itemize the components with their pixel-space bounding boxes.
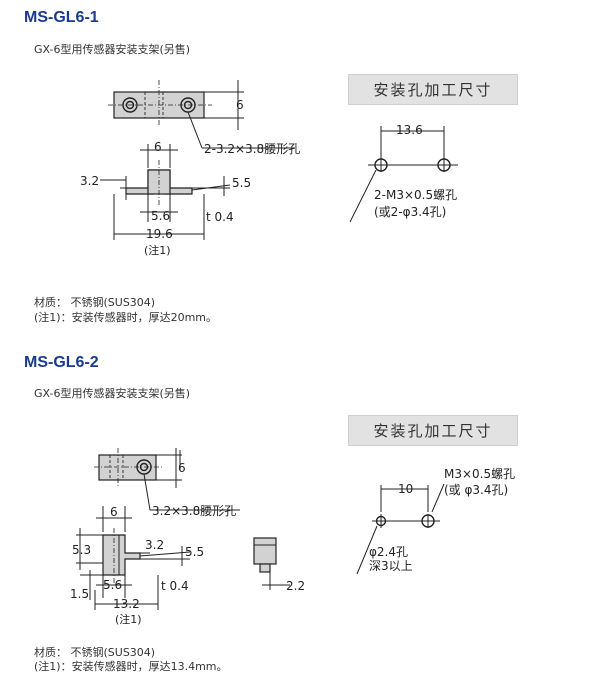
s2-top-plate (98, 454, 157, 481)
s2-dim-3-2: 3.2 (145, 538, 164, 552)
s1-dim-5-6: 5.6 (151, 209, 170, 223)
s1-dim-alt: (或2-φ3.4孔) (374, 205, 446, 219)
s2-dim-pin: φ2.4孔 (369, 545, 408, 559)
s2-dim-2-2: 2.2 (286, 579, 305, 593)
section2-bracket-drawing: 6 3.2×3.8腰形孔 6 5.3 3.2 5.5 5.6 t 0.4 1.5… (70, 448, 515, 626)
s2-dim-5-5: 5.5 (185, 545, 204, 559)
s1-dim-w6: 6 (154, 140, 162, 154)
s2-dim-t04: t 0.4 (161, 579, 189, 593)
s2-dim-13-2: 13.2 (113, 597, 140, 611)
section2-remark: (注1)：安装传感器时，厚达13.4mm。 (34, 660, 228, 673)
s2-dim-slot: 3.2×3.8腰形孔 (152, 504, 236, 518)
section1-subtitle: GX-6型用传感器安装支架(另售) (34, 43, 191, 56)
s2-dim-w6: 6 (110, 505, 118, 519)
section1-bracket-drawing: 6 2-3.2×3.8腰形孔 6 3.2 5.5 5.6 t 0.4 19.6 … (80, 80, 458, 257)
s1-dim-screw: 2-M3×0.5螺孔 (374, 188, 457, 202)
s2-dim-alt: (或 φ3.4孔) (444, 483, 508, 497)
s2-dim-pitch: 10 (398, 482, 413, 496)
s1-dim-19-6: 19.6 (146, 227, 173, 241)
s2-side-bracket (102, 534, 141, 576)
s1-dim-slot: 2-3.2×3.8腰形孔 (204, 142, 300, 156)
section1-title: MS-GL6-1 (24, 9, 99, 26)
s2-note1-label: (注1) (115, 612, 142, 626)
s1-dim-5-5: 5.5 (232, 176, 251, 190)
s2-dim-1-5: 1.5 (70, 587, 89, 601)
s2-dim-screw: M3×0.5螺孔 (444, 467, 515, 481)
s1-dim-h6: 6 (236, 98, 244, 112)
section1-material: 材质： 不锈钢(SUS304) (34, 296, 156, 309)
s2-small-part (253, 537, 277, 565)
s1-dim-pitch: 13.6 (396, 123, 423, 137)
s2-dim-h6: 6 (178, 461, 186, 475)
s1-dim-t04: t 0.4 (206, 210, 234, 224)
s2-dim-5-6: 5.6 (103, 578, 122, 592)
s2-dim-5-3: 5.3 (72, 543, 91, 557)
section2-material: 材质： 不锈钢(SUS304) (34, 646, 156, 659)
section1-remark: (注1)：安装传感器时，厚达20mm。 (34, 311, 218, 324)
s2-dim-depth: 深3以上 (369, 559, 413, 573)
s1-note1-label: (注1) (144, 243, 171, 257)
section2-subtitle: GX-6型用传感器安装支架(另售) (34, 387, 191, 400)
section2-mount-header: 安装孔加工尺寸 (348, 415, 518, 446)
s1-dim-3-2: 3.2 (80, 174, 99, 188)
section1-mount-header: 安装孔加工尺寸 (348, 74, 518, 105)
section2-title: MS-GL6-2 (24, 354, 99, 371)
